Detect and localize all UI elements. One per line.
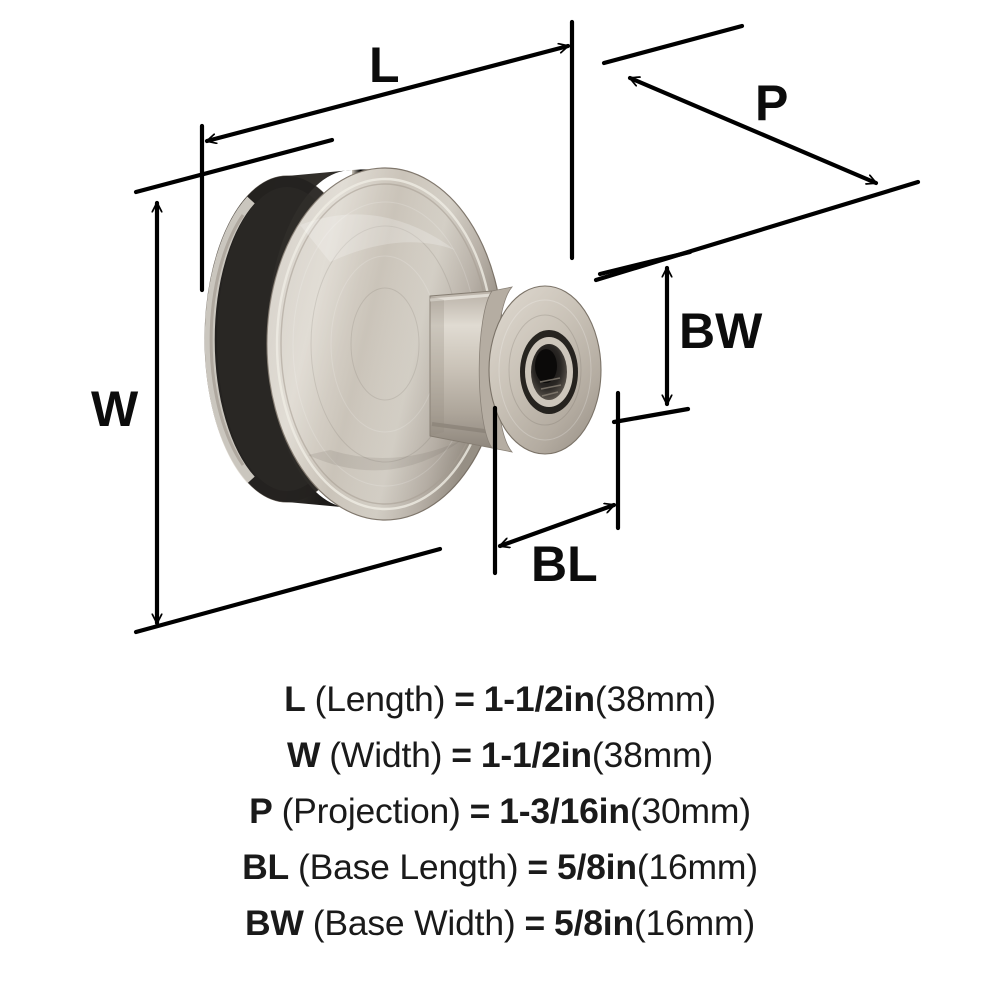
dim-arrow-p [627, 75, 879, 186]
legend-imperial-base-length: 5/8in [556, 847, 637, 888]
dim-label-length: L [369, 37, 400, 93]
legend-imperial-base-width: 5/8in [554, 903, 634, 944]
cap-brushed-texture [498, 299, 592, 441]
legend-equals-base-length: = [527, 847, 548, 888]
dim-label-base-width: BW [679, 303, 763, 359]
ext-line-w-top [133, 137, 335, 195]
ext-line-p-top [601, 23, 745, 66]
screw-hole [535, 349, 557, 383]
legend-name-projection: (Projection) [281, 791, 461, 832]
screw-threads [539, 377, 562, 397]
legend-key-projection: P [249, 791, 273, 832]
ext-line-bw-top [597, 249, 693, 277]
legend-metric-width: (38mm) [591, 735, 713, 776]
legend-row-base-width: BW (Base Width) = 5/8in (16mm) [245, 896, 755, 952]
knob-post [429, 290, 493, 449]
legend-row-base-length: BL (Base Length) = 5/8in (16mm) [242, 840, 758, 896]
legend-name-base-length: (Base Length) [297, 847, 519, 888]
product-illustration [204, 167, 602, 521]
legend-row-length: L (Length) = 1-1/2in (38mm) [284, 672, 716, 728]
dim-label-projection: P [755, 75, 789, 131]
dim-arrow-l [204, 46, 571, 141]
product-dimension-diagram [133, 19, 921, 635]
dim-label-base-length: BL [531, 536, 598, 592]
ext-line-w-bottom [133, 546, 443, 635]
legend-key-width: W [286, 735, 321, 776]
dimension-annotations [133, 19, 921, 635]
legend-metric-projection: (30mm) [629, 791, 751, 832]
knob-base-cap [478, 285, 602, 455]
legend-equals-projection: = [469, 791, 491, 832]
legend-row-projection: P (Projection) = 1-3/16in (30mm) [249, 784, 751, 840]
legend-key-length: L [284, 679, 306, 720]
legend-name-length: (Length) [314, 679, 446, 720]
legend-metric-base-width: (16mm) [633, 903, 756, 944]
dim-arrow-bl [497, 505, 617, 546]
legend-imperial-length: 1-1/2in [483, 679, 595, 720]
legend-name-width: (Width) [329, 735, 443, 776]
dimension-legend: L (Length) = 1-1/2in (38mm) W (Width) = … [0, 672, 1000, 1000]
dim-label-width: W [91, 381, 139, 437]
legend-metric-base-length: (16mm) [636, 847, 758, 888]
legend-equals-width: = [451, 735, 472, 776]
legend-key-base-width: BW [244, 903, 304, 944]
legend-key-base-length: BL [242, 847, 289, 888]
legend-imperial-width: 1-1/2in [480, 735, 592, 776]
legend-imperial-projection: 1-3/16in [499, 791, 630, 832]
rim-shadow [209, 214, 245, 466]
ext-line-bw-bottom [611, 406, 691, 425]
legend-name-base-width: (Base Width) [312, 903, 516, 944]
legend-row-width: W (Width) = 1-1/2in (38mm) [287, 728, 713, 784]
legend-metric-length: (38mm) [594, 679, 716, 720]
legend-equals-length: = [454, 679, 475, 720]
legend-equals-base-width: = [524, 903, 546, 944]
